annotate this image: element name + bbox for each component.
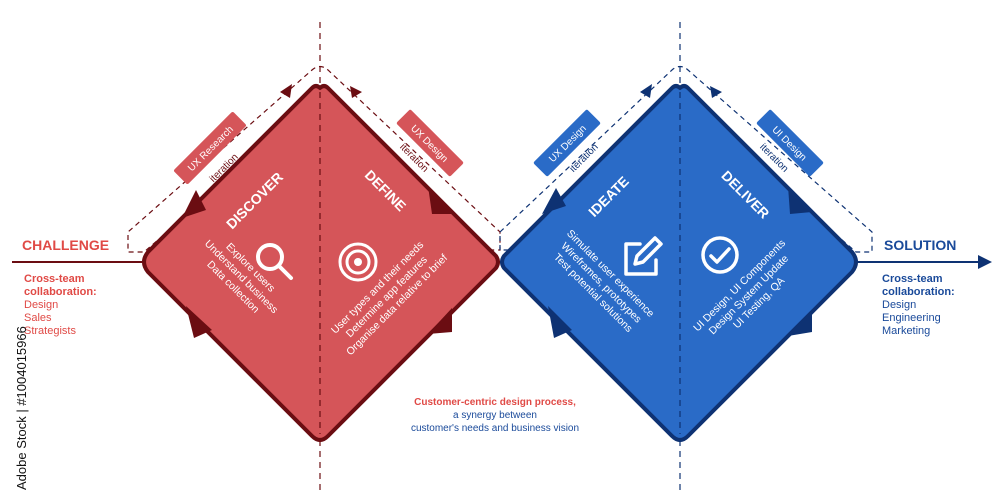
process-caption: Customer-centric design process, a syner… [380, 396, 610, 435]
flow-arrow-icon [186, 306, 212, 338]
iteration-arrow-icon [350, 86, 362, 98]
caption-line: a synergy between [453, 410, 537, 421]
solution-label: SOLUTION [884, 237, 956, 253]
magnifier-icon [256, 243, 293, 280]
flow-arrow-icon [788, 310, 812, 336]
collab-item: Strategists [24, 325, 76, 337]
collab-heading: collaboration: [882, 286, 955, 298]
tag-ux-design-blue [533, 109, 601, 177]
red-diamond [142, 84, 500, 442]
edit-icon [624, 236, 663, 276]
caption-line: customer's needs and business vision [410, 423, 580, 434]
caption-line: Customer-centric design process, [414, 397, 576, 408]
stock-id-text: Adobe Stock | #1004015966 [14, 326, 29, 490]
collab-item: Design [882, 299, 917, 311]
check-circle-icon [701, 236, 739, 274]
tag-ux-design-red [396, 109, 464, 177]
collab-heading: collaboration: [24, 286, 97, 298]
stock-id-watermark: Adobe Stock | #1004015966 [14, 326, 29, 490]
flow-arrow-icon [428, 308, 452, 334]
iteration-outline-blue [499, 65, 873, 253]
solution-arrow-icon [978, 255, 992, 269]
iteration-outline-red [127, 65, 501, 253]
flow-arrow-icon [428, 186, 454, 214]
right-collaboration: Cross-team collaboration: Design Enginee… [882, 273, 955, 338]
collab-heading: Cross-team [24, 273, 85, 285]
iteration-arrow-icon [640, 84, 652, 98]
tag-ui-design [756, 109, 824, 177]
collab-item: Sales [24, 312, 52, 324]
blue-diamond [500, 84, 858, 442]
target-icon [338, 242, 378, 282]
tag-ux-research [174, 112, 246, 184]
flow-arrow-icon [548, 306, 572, 338]
collab-item: Marketing [882, 325, 931, 337]
challenge-label: CHALLENGE [22, 237, 109, 253]
flow-arrow-icon [788, 186, 812, 214]
flow-arrow-icon [542, 188, 566, 214]
left-collaboration: Cross-team collaboration: Design Sales S… [24, 273, 97, 338]
flow-arrow-icon [182, 190, 206, 218]
collab-item: Engineering [882, 312, 941, 324]
iteration-arrow-icon [710, 86, 722, 98]
collab-item: Design [24, 299, 59, 311]
iteration-arrow-icon [280, 84, 292, 98]
collab-heading: Cross-team [882, 273, 943, 285]
